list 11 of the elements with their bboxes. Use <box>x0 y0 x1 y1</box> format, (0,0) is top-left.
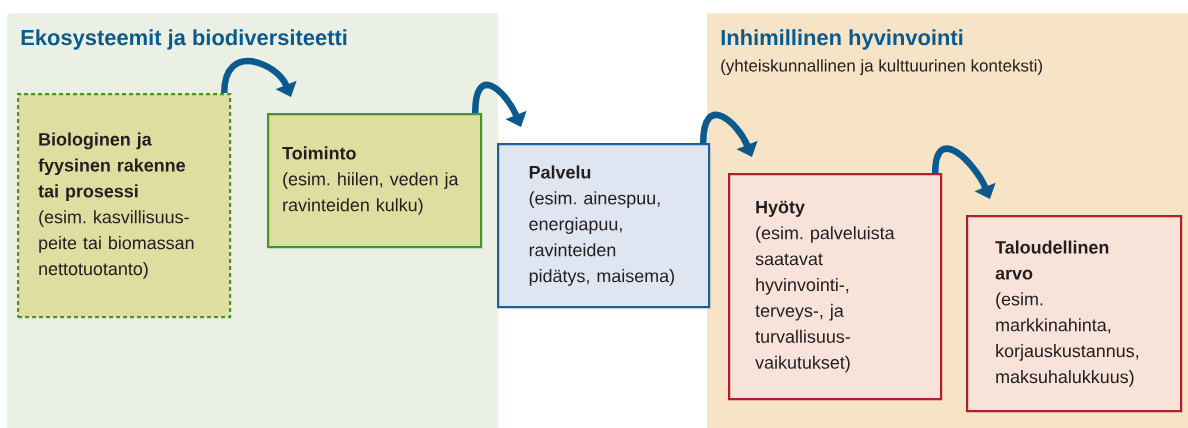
text-box: Palvelu (esim. ainespuu, energiapuu, ravinteiden pidätys, maisema) <box>497 143 711 309</box>
band-title: Inhimillinen hyvinvointi <box>721 29 963 50</box>
band-subtitle: (yhteiskunnallinen ja kulttuurinen konteksti) <box>721 59 1042 75</box>
text-box: Toiminto (esim. hiilen, veden ja ravinteiden kulku) <box>267 113 483 249</box>
curved-arrow <box>699 111 758 157</box>
curved-arrow <box>471 81 527 127</box>
band-title: Ekosysteemit ja biodiversiteetti <box>21 29 347 50</box>
text-box: Taloudellinen arvo (esim. markkinahinta, korjauskustannus, maksuhalukkuus) <box>966 215 1183 413</box>
text-box: Biologinen ja fyysinen rakenne tai prosessi (esim. kasvillisuus- peite tai biomassan nettotuotanto) <box>17 93 232 319</box>
curved-arrow <box>931 145 996 199</box>
text-box: Hyöty (esim. palveluista saatavat hyvinvointi-, terveys-, ja turvallisuus- vaikutukset) <box>728 173 943 401</box>
